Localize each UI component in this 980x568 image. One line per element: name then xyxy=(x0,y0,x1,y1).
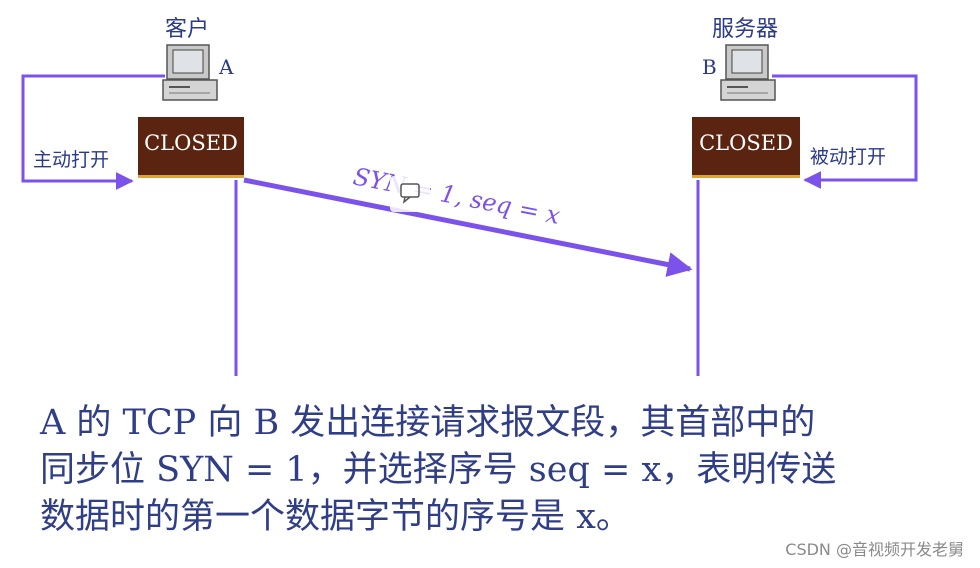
client-active-open-arrow xyxy=(21,74,165,190)
client-action-label: 主动打开 xyxy=(33,149,109,171)
explanation-caption: A 的 TCP 向 B 发出连接请求报文段，其首部中的 同步位 SYN = 1，… xyxy=(40,400,940,541)
server-action-label: 被动打开 xyxy=(810,146,886,168)
client-title: 客户 xyxy=(165,17,209,42)
server-state-box xyxy=(692,117,800,178)
caption-line: 同步位 SYN = 1，并选择序号 seq = x，表明传送 xyxy=(40,450,837,490)
watermark: CSDN @音视频开发老舅 xyxy=(785,540,964,559)
server-state-label: CLOSED xyxy=(699,131,793,155)
client-state-label: CLOSED xyxy=(144,131,238,155)
server-id-label: B xyxy=(702,55,717,79)
server-passive-open-arrow xyxy=(772,74,918,189)
server-computer-icon xyxy=(720,44,776,101)
syn-segment-arrow xyxy=(243,177,693,277)
syn-segment-label: SYN = 1, seq = x xyxy=(351,162,563,230)
client-state-box xyxy=(138,117,244,178)
caption-line: A 的 TCP 向 B 发出连接请求报文段，其首部中的 xyxy=(40,403,816,443)
client-computer-icon xyxy=(162,44,218,101)
server-title: 服务器 xyxy=(712,17,778,42)
comment-bubble-icon[interactable] xyxy=(390,176,430,212)
caption-line: 数据时的第一个数据字节的序号是 x。 xyxy=(40,497,631,537)
client-id-label: A xyxy=(218,55,234,79)
